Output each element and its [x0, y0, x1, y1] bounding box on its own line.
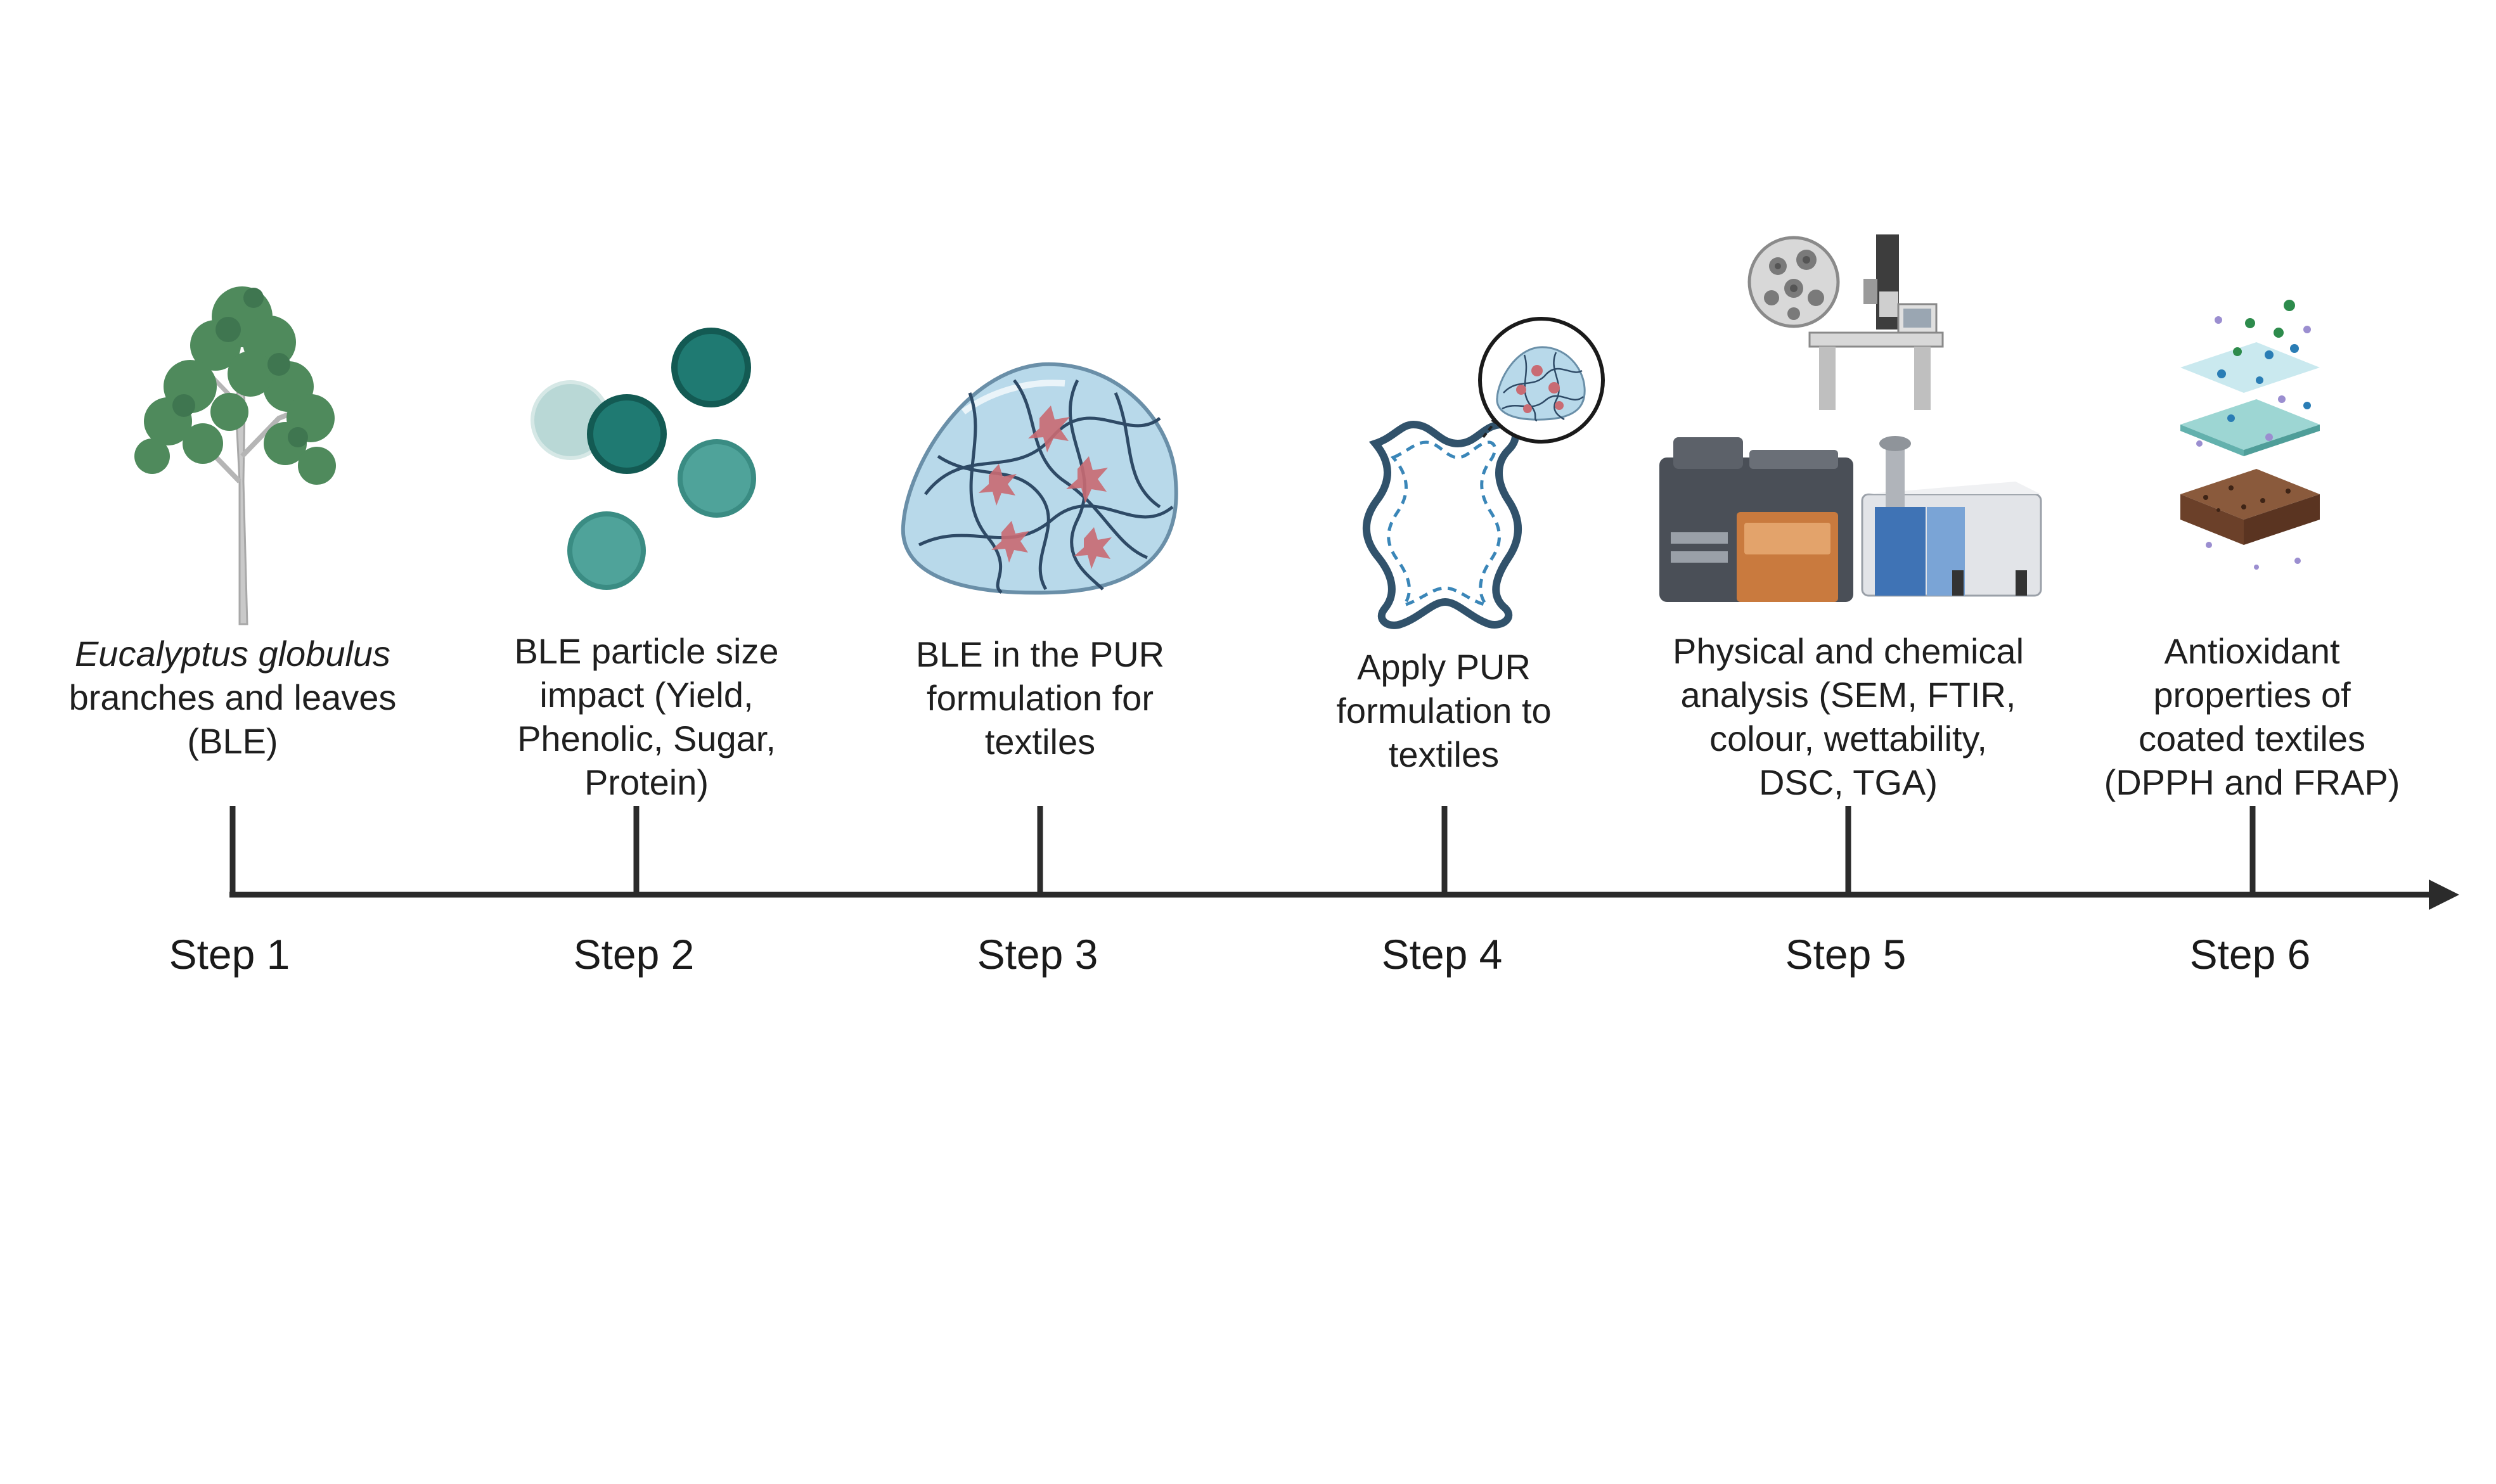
step-1-caption-line-1: Eucalyptus globulus	[74, 634, 391, 674]
ftir-instrument-icon	[1659, 437, 1853, 602]
step-1-caption-line-2: branches and leaves	[68, 677, 397, 717]
step-2-caption-line-2: impact (Yield,	[539, 675, 754, 715]
step-3-caption-line-3: textiles	[984, 722, 1096, 762]
particle-mid-right	[678, 439, 756, 518]
coated-layers-icon	[2180, 300, 2320, 570]
step-1-caption-line-3: (BLE)	[187, 721, 278, 761]
step-3-caption-line-2: formulation for	[927, 678, 1154, 718]
step-5-label: Step 5	[1785, 931, 1907, 978]
step-4-caption: Apply PUR formulation to textiles	[1235, 645, 1653, 776]
step-6-caption: Antioxidant properties of coated textile…	[2043, 629, 2461, 804]
step-1-caption: Eucalyptus globulus branches and leaves …	[23, 632, 442, 763]
step-2-caption-line-3: Phenolic, Sugar,	[517, 719, 776, 758]
step-3-caption: BLE in the PUR formulation for textiles	[831, 632, 1249, 764]
particle-mid-bottom	[567, 511, 646, 590]
step-2-caption: BLE particle size impact (Yield, Phenoli…	[437, 629, 856, 804]
top-film-layer	[2180, 342, 2320, 393]
step-6-caption-line-2: properties of	[2153, 675, 2351, 715]
soil-layer	[2180, 469, 2320, 545]
lab-instruments-icon	[1659, 234, 2042, 602]
step-6-caption-line-4: (DPPH and FRAP)	[2104, 762, 2400, 802]
step-5-caption-line-2: analysis (SEM, FTIR,	[1680, 675, 2016, 715]
sem-instrument-icon	[1808, 234, 1944, 410]
step-1-label: Step 1	[169, 931, 290, 978]
timeline-arrowhead	[2429, 880, 2459, 910]
textile-hide-icon	[1362, 317, 1605, 629]
step-6-label: Step 6	[2189, 931, 2311, 978]
step-2-label: Step 2	[573, 931, 695, 978]
step-5-caption: Physical and chemical analysis (SEM, FTI…	[1639, 629, 2057, 804]
step-4-caption-line-3: textiles	[1388, 734, 1500, 774]
step-5-caption-line-3: colour, wettability,	[1709, 719, 1987, 758]
sem-micrograph-icon	[1747, 236, 1840, 328]
step-5-caption-line-4: DSC, TGA)	[1758, 762, 1938, 802]
particle-dark-top	[671, 328, 751, 407]
step-4-caption-line-2: formulation to	[1336, 691, 1552, 731]
eucalyptus-tree-icon	[134, 286, 336, 625]
step-3-label: Step 3	[977, 931, 1098, 978]
step-6-caption-line-3: coated textiles	[2139, 719, 2365, 758]
tga-instrument-icon	[1861, 436, 2042, 597]
step-2-caption-line-4: Protein)	[584, 762, 709, 802]
step-6-caption-line-1: Antioxidant	[2164, 631, 2340, 671]
step-4-label: Step 4	[1381, 931, 1503, 978]
pur-gel-icon	[901, 362, 1178, 595]
coating-layer	[2180, 399, 2320, 456]
particle-dark-center	[587, 394, 667, 474]
antioxidant-molecules	[2196, 300, 2311, 570]
step-2-caption-line-1: BLE particle size	[514, 631, 779, 671]
step-3-caption-line-1: BLE in the PUR	[915, 634, 1165, 674]
step-5-caption-line-1: Physical and chemical	[1672, 631, 2024, 671]
step-4-caption-line-1: Apply PUR	[1357, 647, 1531, 687]
particles-icon	[531, 328, 756, 590]
timeline-ticks	[229, 806, 2256, 897]
